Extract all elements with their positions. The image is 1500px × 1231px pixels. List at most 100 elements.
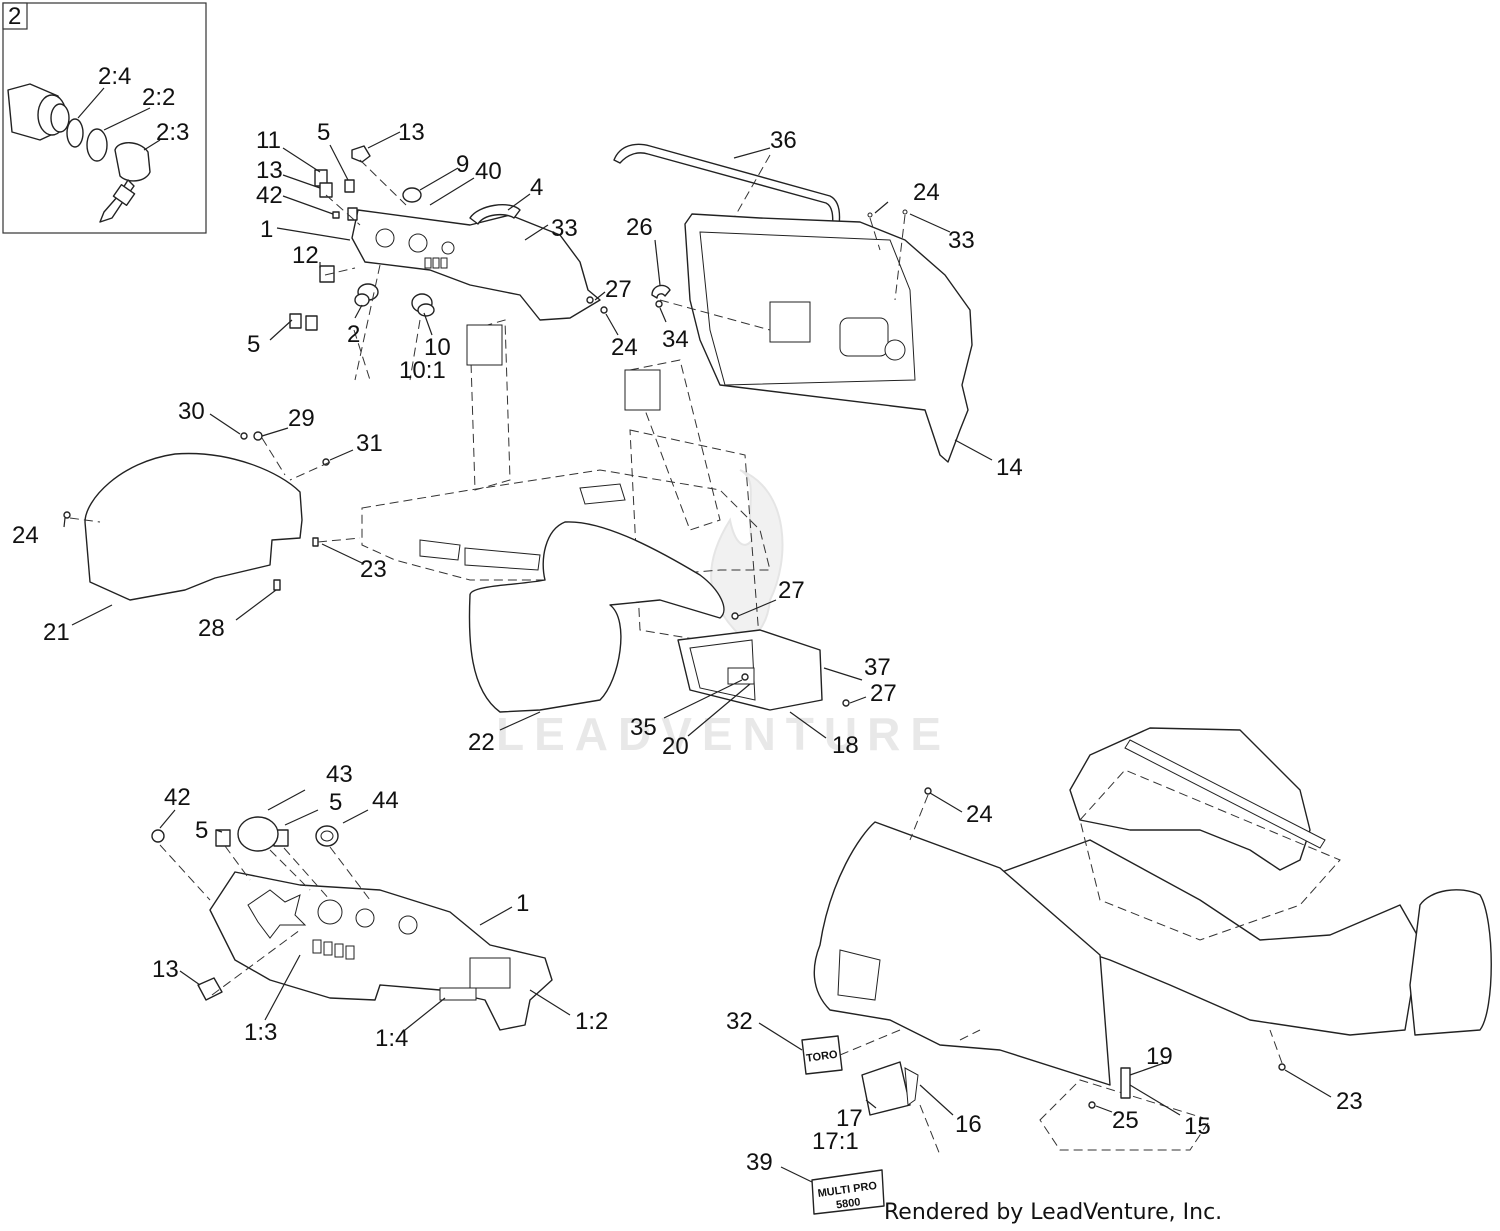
- frame-and-fenders: 30 29 31 24 23 21 28 27 37 27 35 20 22 1…: [12, 319, 897, 760]
- flame-logo: [710, 469, 784, 642]
- callout-44: 44: [372, 787, 399, 814]
- callout-27-top: 27: [605, 276, 632, 303]
- callout-18: 18: [832, 732, 859, 759]
- callout-23-cowl: 23: [1336, 1088, 1363, 1115]
- callout-35: 35: [630, 714, 657, 741]
- cap-42: [151, 829, 165, 843]
- cowl-assembly: TORO MULTI PRO 5800 24 32 19 23 17 17:1 …: [726, 727, 1492, 1215]
- callout-20: 20: [662, 733, 689, 760]
- latch-15: [1120, 1067, 1131, 1099]
- vent-window: [839, 317, 889, 357]
- nut-34: [655, 300, 663, 308]
- handle-4: [469, 204, 521, 225]
- callout-5-detail-b: 5: [329, 789, 342, 816]
- block-12: [319, 265, 335, 283]
- watermark-text: LEADVENTURE: [496, 708, 951, 760]
- callout-2-4: 2:4: [98, 63, 131, 90]
- storage-box-18: [677, 612, 850, 711]
- callout-10-1: 10:1: [399, 357, 446, 384]
- inset-frame: [2, 2, 207, 234]
- decal-1-2: [469, 957, 511, 989]
- callout-17-1: 17:1: [812, 1128, 859, 1155]
- screw-25: [1088, 1101, 1096, 1109]
- light-10: [411, 293, 435, 317]
- screw-24-cowl: [924, 787, 932, 795]
- frame-floor: [361, 469, 771, 581]
- nut-2-4: [66, 118, 84, 148]
- leadventure-watermark: LEADVENTURE: [496, 469, 951, 760]
- nut-23: [312, 537, 319, 547]
- callout-32: 32: [726, 1008, 753, 1035]
- plug-5-detail-a: [215, 829, 231, 847]
- callout-1-3: 1:3: [244, 1019, 277, 1046]
- latch-a: [769, 301, 811, 343]
- callout-27-box: 27: [778, 577, 805, 604]
- screw-24-fender: [63, 511, 71, 519]
- bolt-28: [273, 579, 281, 591]
- callout-2-2: 2:2: [142, 84, 175, 111]
- inset-ignition-switch: 2 2:4 2:2 2:3: [2, 2, 207, 234]
- multipro-decal-line2: 5800: [835, 1196, 861, 1211]
- callout-33-hood: 33: [948, 227, 975, 254]
- callout-24-top: 24: [611, 334, 638, 361]
- callout-1-2: 1:2: [575, 1008, 608, 1035]
- washer-29: [253, 431, 263, 441]
- callout-19: 19: [1146, 1043, 1173, 1070]
- callout-12: 12: [292, 242, 319, 269]
- toro-decal-32: TORO: [801, 1035, 843, 1075]
- key-cap-2-3: [99, 142, 151, 223]
- callout-21: 21: [43, 619, 70, 646]
- callout-28: 28: [198, 615, 225, 642]
- callout-5-detail-a: 5: [195, 817, 208, 844]
- cowl-side-pod: [1409, 889, 1492, 1036]
- fender-22: [468, 521, 725, 713]
- screw-42: [332, 211, 340, 219]
- washer-2-2: [86, 128, 108, 162]
- callout-26: 26: [626, 214, 653, 241]
- screw-27-box-b: [842, 699, 850, 707]
- callout-30: 30: [178, 398, 205, 425]
- callout-27-box-b: 27: [870, 680, 897, 707]
- callout-13-detail: 13: [152, 956, 179, 983]
- callout-43: 43: [326, 761, 353, 788]
- callout-23-fender: 23: [360, 556, 387, 583]
- toro-decal-text: TORO: [805, 1049, 838, 1065]
- screw-27: [586, 296, 594, 304]
- relay-13: [319, 182, 333, 198]
- callout-2: 2: [347, 321, 360, 348]
- callout-4: 4: [530, 174, 543, 201]
- nut-23-cowl: [1278, 1063, 1286, 1071]
- plug-5a: [344, 179, 355, 193]
- inset-index-label: 2: [8, 3, 21, 30]
- light-17: [861, 1061, 919, 1116]
- callout-13-top: 13: [398, 119, 425, 146]
- hood-assembly: 36 26 24 33 14: [613, 127, 1023, 481]
- screw-24: [600, 306, 608, 314]
- callout-40: 40: [475, 158, 502, 185]
- callout-25: 25: [1112, 1107, 1139, 1134]
- callout-1-detail: 1: [516, 890, 529, 917]
- callout-13-mid: 13: [256, 157, 283, 184]
- callout-17: 17: [836, 1105, 863, 1132]
- callout-5-top: 5: [317, 119, 330, 146]
- multipro-decal-39: MULTI PRO 5800: [811, 1169, 885, 1215]
- callout-2-3: 2:3: [156, 119, 189, 146]
- callout-42-top: 42: [256, 182, 283, 209]
- callout-5-lower: 5: [247, 331, 260, 358]
- render-credit: Rendered by LeadVenture, Inc.: [884, 1200, 1222, 1225]
- callout-24-fender: 24: [12, 522, 39, 549]
- callout-24-cowl: 24: [966, 801, 993, 828]
- callout-37: 37: [864, 654, 891, 681]
- switch-13-detail: [197, 977, 223, 1001]
- callout-11: 11: [256, 127, 281, 154]
- fender-21: [84, 452, 303, 601]
- callout-39: 39: [746, 1149, 773, 1176]
- callout-22: 22: [468, 729, 495, 756]
- callout-24-hood: 24: [913, 179, 940, 206]
- gauge-43: [237, 816, 279, 852]
- ignition-switch-body: [7, 83, 70, 141]
- bracket-26: [651, 284, 671, 299]
- callout-1-top: 1: [260, 216, 273, 243]
- front-panel: [813, 821, 1111, 1086]
